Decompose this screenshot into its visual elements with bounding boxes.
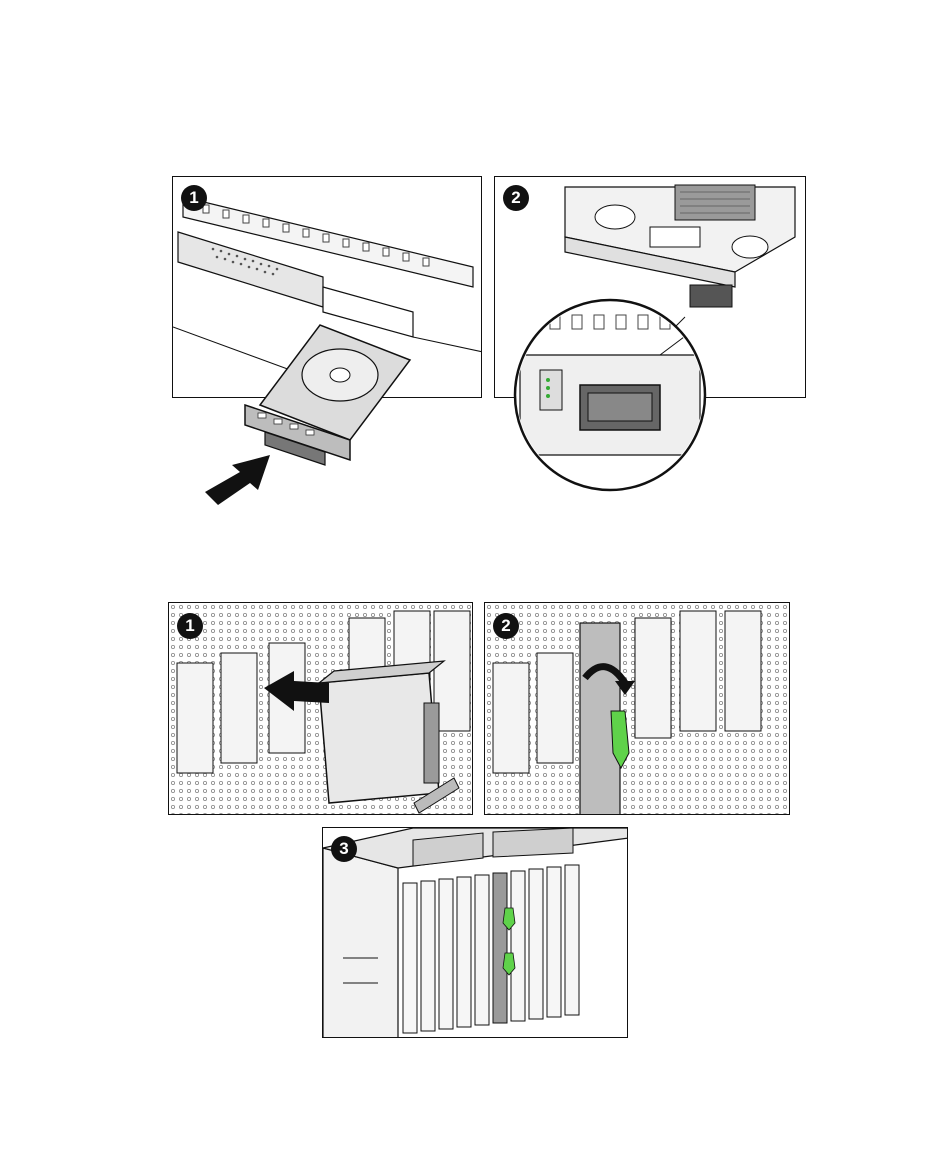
chassis-drive-bay-illustration [173,177,482,398]
step-badge-b1: 1 [177,613,203,639]
step-badge-2: 2 [503,185,529,211]
chassis-slots-illustration [169,603,473,815]
bottom-panel-2: 2 [484,602,790,815]
bottom-panel-1: 1 [168,602,473,815]
step-badge-b3: 3 [331,836,357,862]
top-panel-2: 2 [494,176,806,398]
step-badge-1: 1 [181,185,207,211]
insert-arrow-icon [205,455,270,505]
step-badge-b2: 2 [493,613,519,639]
server-module-illustration [495,177,806,398]
latch-close-illustration [485,603,790,815]
bottom-panel-3: 3 [322,827,628,1038]
chassis-overview-illustration [323,828,628,1038]
top-panel-1: 1 [172,176,482,398]
